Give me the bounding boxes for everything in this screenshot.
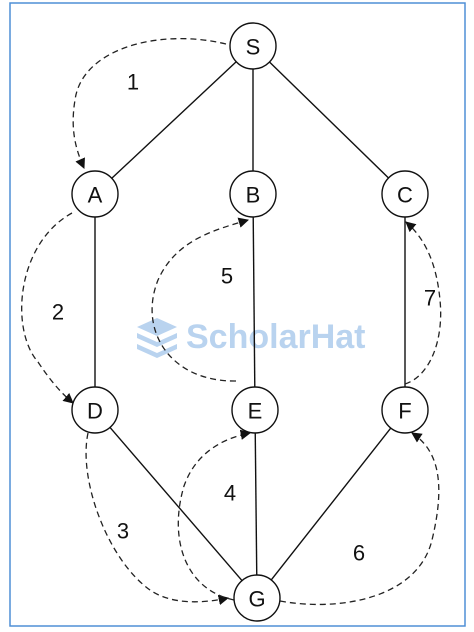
node-d: D: [71, 386, 119, 434]
node-label: G: [248, 587, 265, 612]
node-circle: [229, 170, 277, 218]
node-circle: [71, 170, 119, 218]
watermark-text: ScholarHat: [186, 318, 366, 356]
node-circle: [71, 386, 119, 434]
node-circle: [233, 574, 281, 622]
traversal-arrow-7: [404, 221, 442, 385]
node-label: B: [246, 183, 261, 208]
traversal-arrow-2: [21, 212, 74, 404]
traversal-arrow-4: [177, 429, 252, 601]
edge-f-g: [270, 427, 392, 581]
traversal-arrows-layer: [21, 38, 442, 606]
node-label: E: [248, 399, 263, 424]
node-g: G: [233, 574, 281, 622]
traversal-arrow-3: [85, 432, 230, 606]
node-label: C: [397, 183, 413, 208]
edges-layer: [94, 61, 406, 582]
node-b: B: [229, 170, 277, 218]
node-c: C: [381, 170, 429, 218]
step-label-3: 3: [117, 519, 129, 544]
node-label: D: [87, 399, 103, 424]
edge-d-g: [109, 426, 243, 582]
step-labels-layer: 1 2 3 4 5 6 7: [52, 70, 436, 566]
node-circle: [231, 386, 279, 434]
watermark: ScholarHat: [137, 318, 366, 358]
node-label: S: [246, 35, 261, 60]
nodes-layer: S A B C D E F G: [71, 22, 429, 622]
traversal-arrow-1: [72, 38, 227, 169]
node-s: S: [229, 22, 277, 70]
edge-b-e: [252, 216, 256, 388]
node-e: E: [231, 386, 279, 434]
edge-s-c: [268, 61, 390, 179]
scholarhat-logo-icon: [137, 318, 177, 358]
traversal-arrow-6: [279, 432, 440, 606]
step-label-4: 4: [224, 481, 236, 506]
node-circle: [381, 386, 429, 434]
node-label: A: [88, 183, 103, 208]
traversal-arrow-5: [151, 217, 249, 382]
step-label-2: 2: [52, 300, 64, 325]
node-circle: [229, 22, 277, 70]
step-label-7: 7: [424, 286, 436, 311]
step-label-1: 1: [127, 70, 139, 95]
step-label-6: 6: [353, 541, 365, 566]
diagram-frame: [9, 2, 466, 627]
edge-s-a: [111, 61, 237, 179]
edge-e-g: [254, 432, 258, 576]
node-circle: [381, 170, 429, 218]
node-a: A: [71, 170, 119, 218]
step-label-5: 5: [221, 264, 233, 289]
node-label: F: [398, 399, 411, 424]
node-f: F: [381, 386, 429, 434]
